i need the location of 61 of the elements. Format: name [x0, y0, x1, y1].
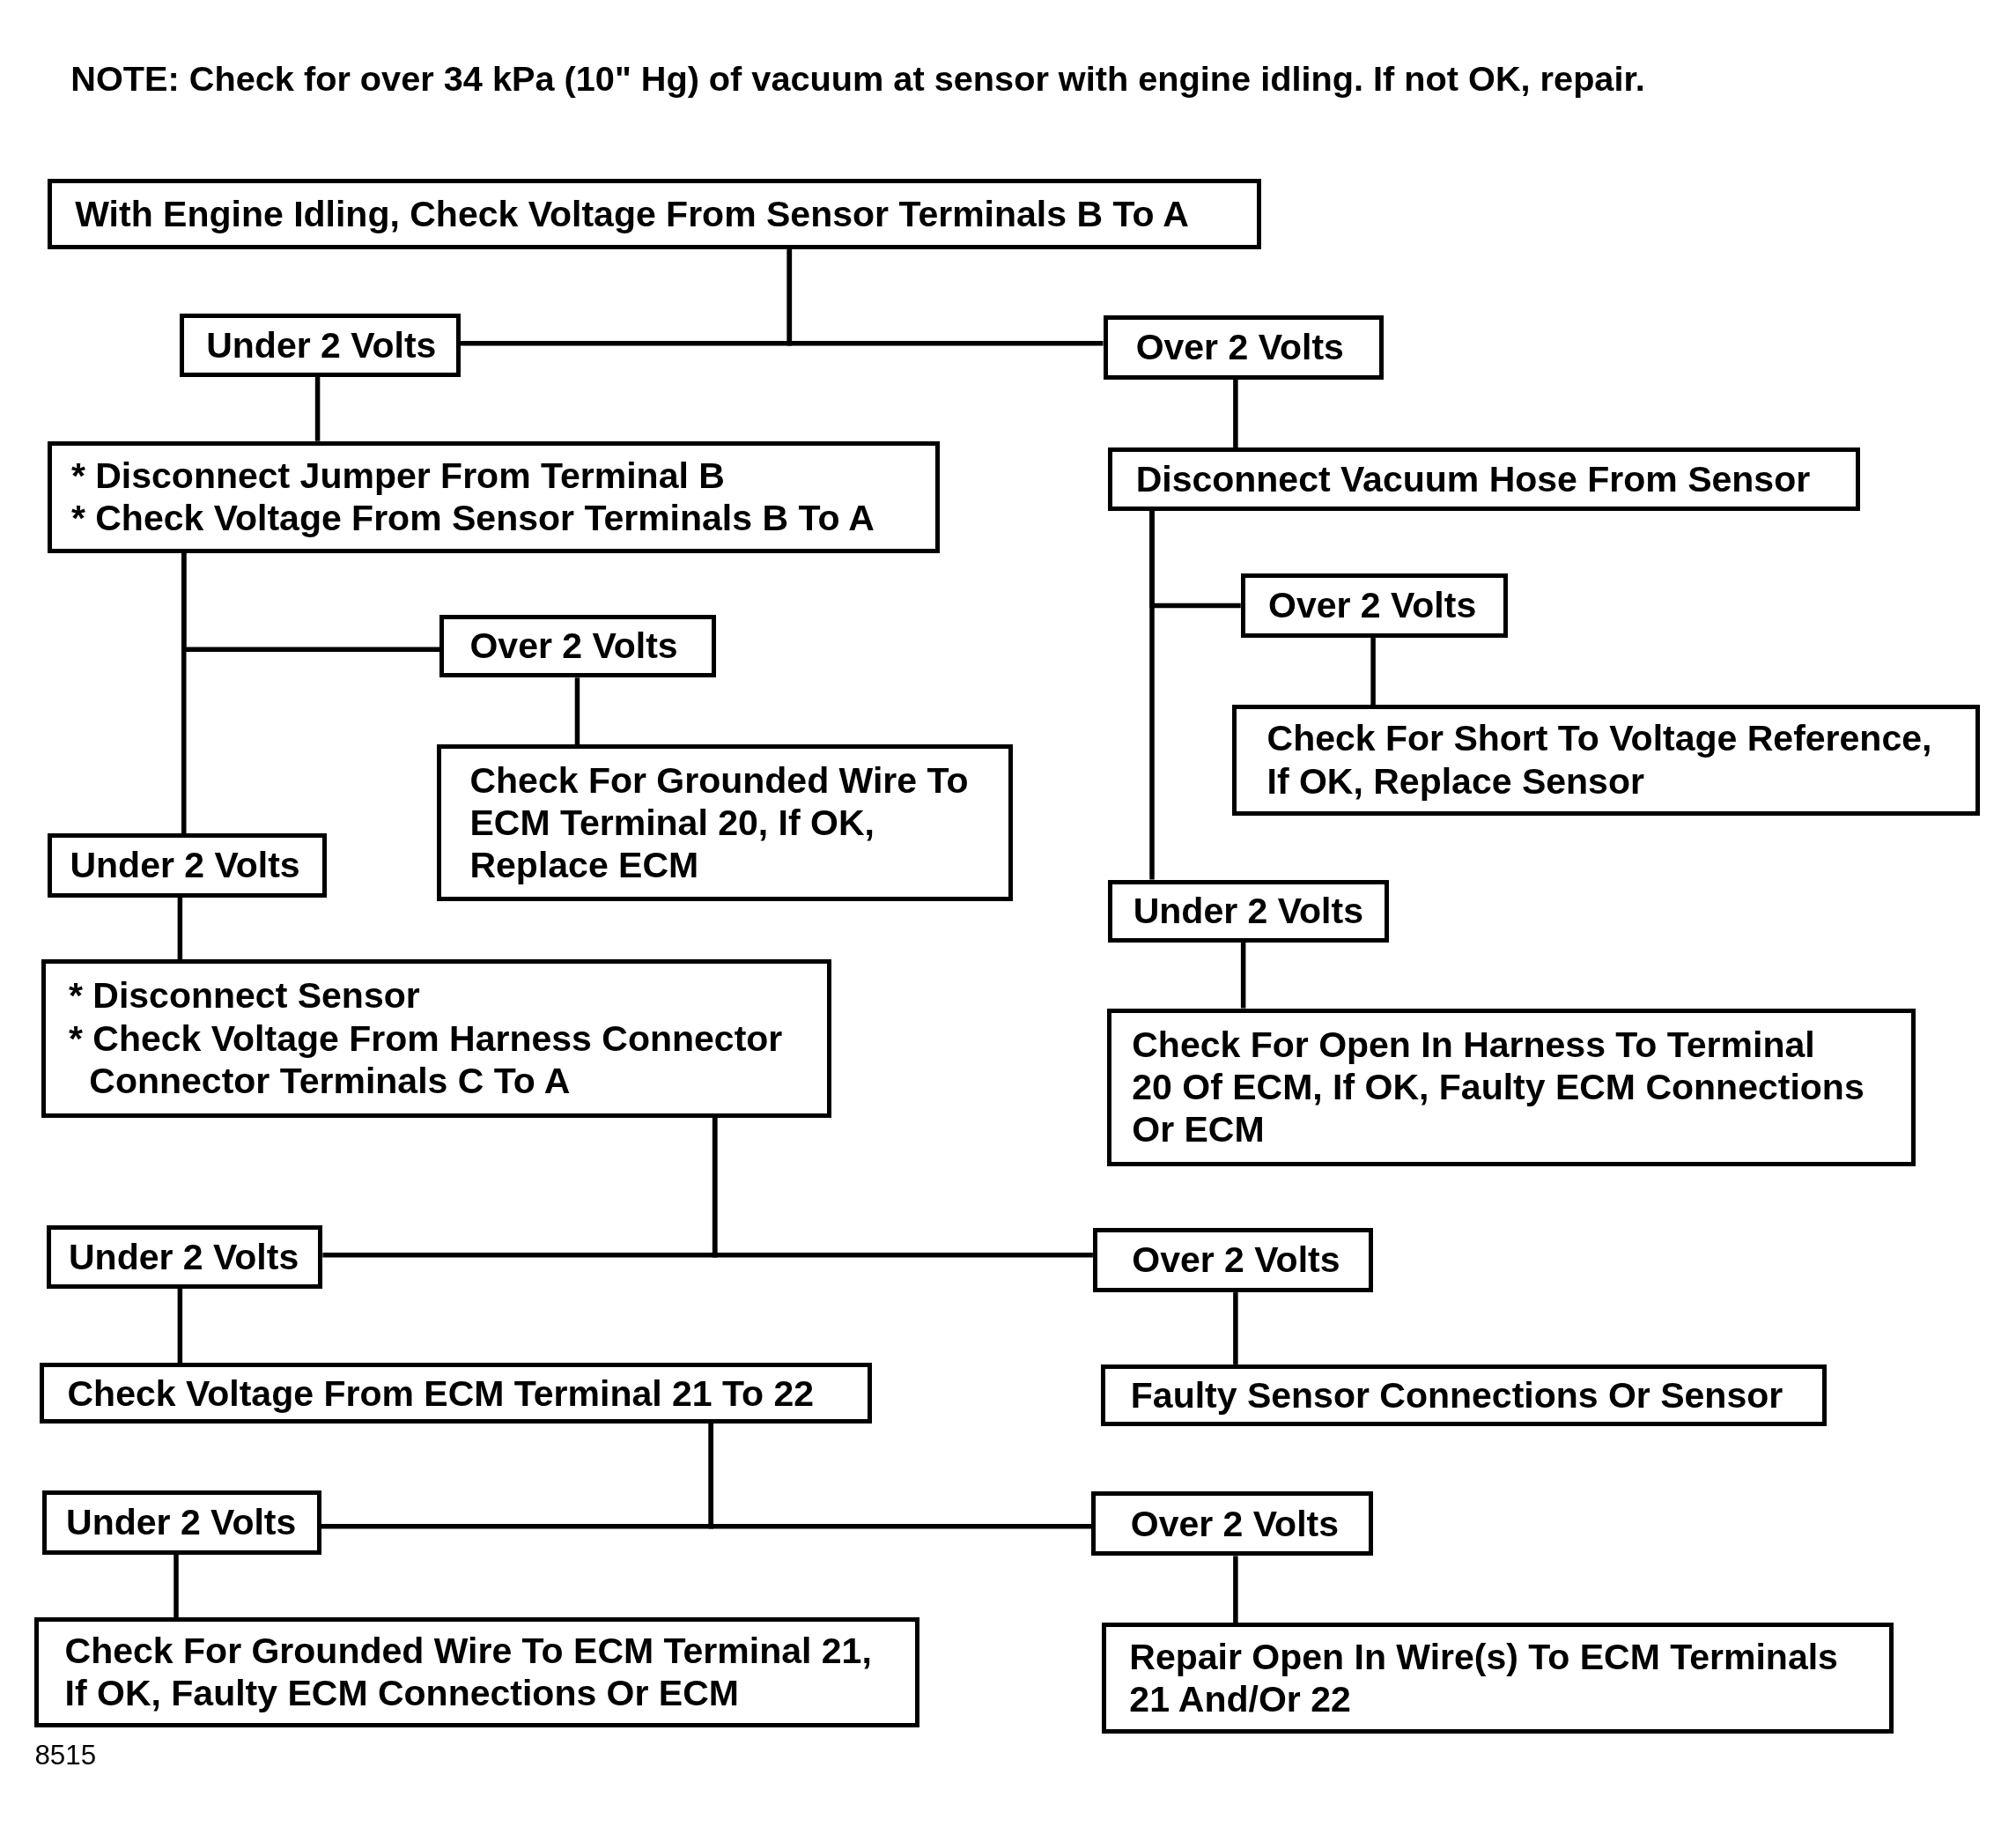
connector-line: [712, 1117, 1093, 1258]
figure-number: 8515: [34, 1740, 97, 1772]
condition-text: Over 2 Volts: [1132, 1239, 1340, 1282]
step-text: Check For Grounded Wire To ECM Terminal 20, If OK, Replace ECM: [469, 758, 969, 887]
condition-text: Over 2 Volts: [1135, 325, 1344, 369]
connector-line: [1149, 510, 1155, 880]
step-box: [48, 440, 941, 553]
condition-box: [46, 1225, 323, 1289]
step-box: [34, 1617, 919, 1727]
step-box: [41, 959, 832, 1118]
condition-text: Under 2 Volts: [69, 1235, 299, 1279]
condition-box: [439, 614, 717, 678]
step-box: [40, 1363, 872, 1424]
condition-text: Over 2 Volts: [1268, 584, 1477, 627]
step-text: Disconnect Vacuum Hose From Sensor: [1135, 457, 1811, 500]
step-text: With Engine Idling, Check Voltage From Sensor Terminals B To A: [75, 192, 1189, 236]
connector-line: [574, 677, 580, 745]
connector-line: [174, 1554, 179, 1618]
step-text: * Disconnect Sensor: [68, 974, 420, 1017]
step-box: [1231, 704, 1981, 816]
condition-text: Under 2 Volts: [70, 844, 300, 887]
condition-text: Under 2 Volts: [66, 1501, 297, 1544]
step-box: [48, 178, 1262, 250]
condition-box: [1091, 1491, 1374, 1557]
condition-text: Under 2 Volts: [1133, 890, 1363, 933]
note-text: NOTE: Check for over 34 kPa (10" Hg) of vacuum at sensor with engine idling. If not OK, repair.: [70, 59, 1645, 100]
condition-text: Over 2 Volts: [1130, 1502, 1339, 1546]
condition-box: [180, 314, 461, 377]
connector-line: [1233, 1292, 1238, 1364]
step-box: [1100, 1364, 1828, 1426]
connector-line: [1240, 943, 1246, 1009]
connector-line: [314, 376, 321, 441]
step-text: Check For Grounded Wire To ECM Terminal 21, If OK, Faulty ECM Connections Or ECM: [64, 1630, 872, 1715]
connector-line: [177, 897, 183, 960]
step-text: Check Voltage From ECM Terminal 21 To 22: [67, 1372, 815, 1415]
condition-box: [1240, 573, 1509, 639]
condition-box: [1092, 1228, 1374, 1293]
connector-line: [1370, 638, 1376, 705]
connector-line: [786, 249, 1104, 346]
step-box: [1106, 1008, 1916, 1167]
connector-line: [181, 552, 187, 833]
step-box: [437, 744, 1014, 902]
condition-text: Under 2 Volts: [206, 323, 437, 367]
condition-box: [1108, 879, 1389, 943]
condition-box: [1103, 314, 1384, 380]
step-box: [1102, 1623, 1894, 1734]
connector-line: [1233, 1556, 1238, 1623]
step-box: [1108, 447, 1861, 511]
connector-line: [708, 1424, 1092, 1529]
step-text: * Check Voltage From Harness Connector Connector Terminals C To A: [68, 1017, 783, 1103]
step-text: * Disconnect Jumper From Terminal B: [70, 454, 725, 498]
step-text: Check For Short To Voltage Reference, If OK, Replace Sensor: [1266, 717, 1932, 803]
step-text: * Check Voltage From Sensor Terminals B To A: [70, 497, 875, 540]
step-text: Check For Open In Harness To Terminal 20 Of ECM, If OK, Faulty ECM Connections Or ECM: [1132, 1023, 1865, 1151]
connector-line: [177, 1288, 183, 1364]
connector-line: [1233, 379, 1238, 447]
condition-text: Over 2 Volts: [469, 625, 678, 668]
condition-box: [48, 832, 327, 898]
step-text: Repair Open In Wire(s) To ECM Terminals 21 And/Or 22: [1129, 1635, 1838, 1721]
condition-box: [42, 1490, 321, 1555]
step-text: Faulty Sensor Connections Or Sensor: [1130, 1373, 1783, 1417]
